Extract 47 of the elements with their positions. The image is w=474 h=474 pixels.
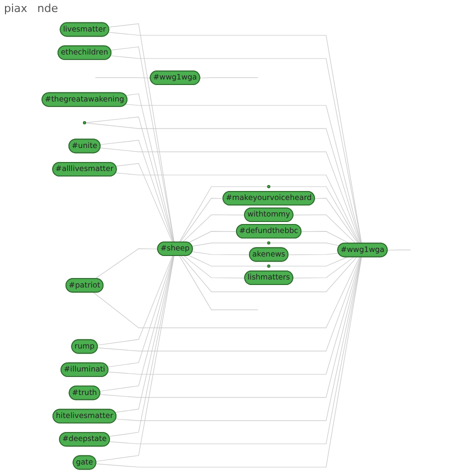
node-dot xyxy=(82,121,86,124)
connector-line xyxy=(116,172,360,244)
connector-line xyxy=(116,163,173,242)
connector-line xyxy=(97,256,173,346)
connector-line xyxy=(180,198,224,242)
connector-line xyxy=(292,256,354,278)
connector-line xyxy=(97,256,361,352)
connector-line xyxy=(192,242,268,247)
connector-line xyxy=(85,122,362,244)
connector-line xyxy=(100,140,174,242)
connector-line xyxy=(179,186,268,242)
connector-line xyxy=(188,231,238,243)
connector-line xyxy=(125,104,362,244)
connector-line xyxy=(288,252,339,256)
connector-line xyxy=(94,77,151,78)
connector-line xyxy=(270,256,348,266)
connector-line xyxy=(94,248,158,280)
connector-line xyxy=(387,250,411,251)
connector-line xyxy=(301,231,350,244)
connector-line xyxy=(96,256,362,468)
connector-line xyxy=(270,242,340,246)
connector-line xyxy=(192,251,250,256)
connector-line xyxy=(182,214,246,242)
connector-line xyxy=(100,148,361,244)
connector-line xyxy=(108,256,362,375)
connector-line xyxy=(96,256,174,462)
connector-line xyxy=(200,77,258,78)
node-dot xyxy=(267,241,270,244)
hashtag-label: piax xyxy=(4,2,28,15)
connector-line xyxy=(107,256,174,368)
connector-line xyxy=(125,93,174,242)
connector-line xyxy=(114,256,174,413)
node-dot xyxy=(267,185,270,188)
connector-line xyxy=(100,256,174,392)
connector-line xyxy=(292,214,356,244)
connector-line xyxy=(188,255,268,266)
connector-line xyxy=(179,256,258,310)
connector-line xyxy=(85,116,174,242)
connector-line xyxy=(100,256,362,398)
connector-line xyxy=(184,256,246,278)
connector-line xyxy=(314,198,358,244)
hashtag-label: nde xyxy=(37,2,58,15)
connector-line xyxy=(93,256,360,328)
connector-line xyxy=(180,256,358,292)
connector-line xyxy=(270,186,360,244)
connector-line xyxy=(108,256,174,437)
node-dot xyxy=(267,264,270,268)
